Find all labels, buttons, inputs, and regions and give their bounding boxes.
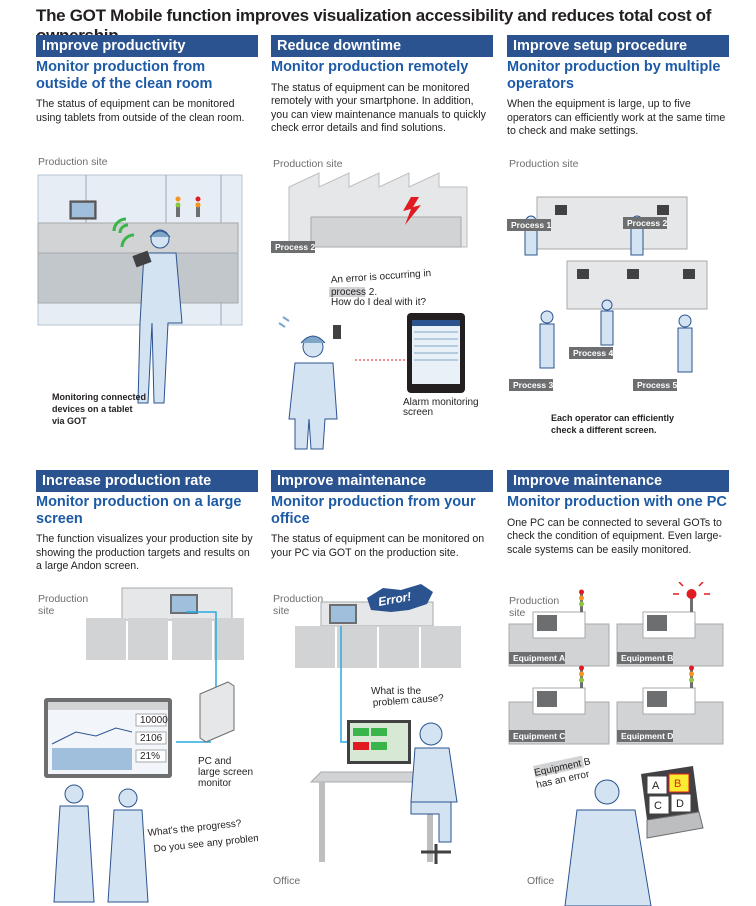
card-subtitle: Monitor production from outside of the c… — [36, 59, 213, 92]
site-label: Production site — [273, 158, 343, 170]
speech-line: How do I deal with it? — [331, 297, 426, 308]
equipment-label: Equipment B — [621, 653, 673, 663]
speech-line: problem cause? — [372, 693, 444, 709]
site-label: Production — [38, 593, 88, 605]
card-tag: Reduce downtime — [271, 35, 493, 57]
grid-label: B — [674, 778, 681, 790]
andon-screen-illustration: Production site PC and large screen moni… — [36, 582, 258, 906]
multiple-operators-illustration: Production site Process 1 Process 2 Pro — [507, 157, 729, 457]
process-label: Process 5 — [637, 380, 677, 390]
caption-line: Alarm monitoring — [403, 397, 479, 408]
card-subtitle: Monitor production from your office — [271, 494, 476, 527]
remote-monitoring-illustration: Production site Process 2 An error is oc… — [271, 157, 493, 457]
screen-value: 21% — [140, 751, 160, 762]
card-tag: Improve productivity — [36, 35, 258, 57]
equipment-label: Equipment A — [513, 653, 565, 663]
card-increase-production-rate: Increase production rate Monitor product… — [36, 470, 258, 903]
speech-line: What is the — [371, 686, 421, 697]
card-description: One PC can be connected to several GOTs … — [507, 516, 722, 556]
card-reduce-downtime: Reduce downtime Monitor production remot… — [271, 35, 493, 465]
equipment-label: Equipment D — [621, 731, 673, 741]
card-description: The status of equipment can be monitored… — [36, 98, 245, 124]
card-improve-setup: Improve setup procedure Monitor producti… — [507, 35, 729, 465]
office-monitoring-illustration: Production site Error! What is the — [271, 582, 493, 906]
screen-value: 2106 — [140, 733, 163, 744]
grid-label: C — [654, 800, 662, 812]
site-label: site — [38, 605, 55, 617]
process-label: Process 3 — [513, 380, 553, 390]
card-tag: Improve maintenance — [271, 470, 493, 492]
card-tag: Increase production rate — [36, 470, 258, 492]
process-label: Process 4 — [573, 348, 613, 358]
clean-room-illustration: Production site Mon — [36, 153, 258, 443]
caption-line: screen — [403, 407, 433, 418]
site-label: site — [273, 605, 290, 617]
screen-value: 10000 — [140, 715, 168, 726]
card-description: The status of equipment can be monitored… — [271, 81, 486, 135]
office-label: Office — [273, 875, 300, 887]
equipment-label: Equipment C — [513, 731, 565, 741]
card-subtitle: Monitor production with one PC — [507, 494, 727, 510]
card-subtitle: Monitor production on a large screen — [36, 494, 242, 527]
caption-line: devices on a tablet — [52, 404, 133, 414]
caption-line: via GOT — [52, 416, 87, 426]
card-improve-maintenance-one-pc: Improve maintenance Monitor production w… — [507, 470, 729, 906]
error-text: Error! — [377, 589, 412, 609]
process-label: Process 2 — [275, 242, 315, 252]
office-label: Office — [527, 875, 554, 887]
one-pc-illustration: Production site — [507, 582, 729, 906]
pc-label: monitor — [198, 778, 232, 789]
site-label: Production site — [509, 158, 579, 170]
card-description: When the equipment is large, up to five … — [507, 98, 726, 137]
card-tag: Improve maintenance — [507, 470, 729, 492]
site-label: Production site — [38, 156, 108, 168]
caption-line: Monitoring connected — [52, 392, 146, 402]
card-subtitle: Monitor production by multiple operators — [507, 59, 721, 92]
site-label: Production — [273, 593, 323, 605]
site-label: site — [509, 607, 526, 619]
card-improve-maintenance-office: Improve maintenance Monitor production f… — [271, 470, 493, 900]
grid-label: A — [652, 780, 660, 792]
card-description: The function visualizes your production … — [36, 533, 253, 572]
card-description: The status of equipment can be monitored… — [271, 533, 485, 559]
pc-label: large screen — [198, 767, 253, 778]
speech-line: process 2. — [331, 287, 377, 298]
card-improve-productivity: Improve productivity Monitor production … — [36, 35, 258, 465]
grid-label: D — [676, 798, 684, 810]
speech-line: An error is occurring in — [330, 268, 431, 286]
card-tag: Improve setup procedure — [507, 35, 729, 57]
caption-line: check a different screen. — [551, 425, 657, 435]
process-label: Process 2 — [627, 218, 667, 228]
process-label: Process 1 — [511, 220, 551, 230]
caption-line: Each operator can efficiently — [551, 413, 674, 423]
pc-label: PC and — [198, 756, 231, 767]
card-subtitle: Monitor production remotely — [271, 59, 469, 75]
site-label: Production — [509, 595, 559, 607]
